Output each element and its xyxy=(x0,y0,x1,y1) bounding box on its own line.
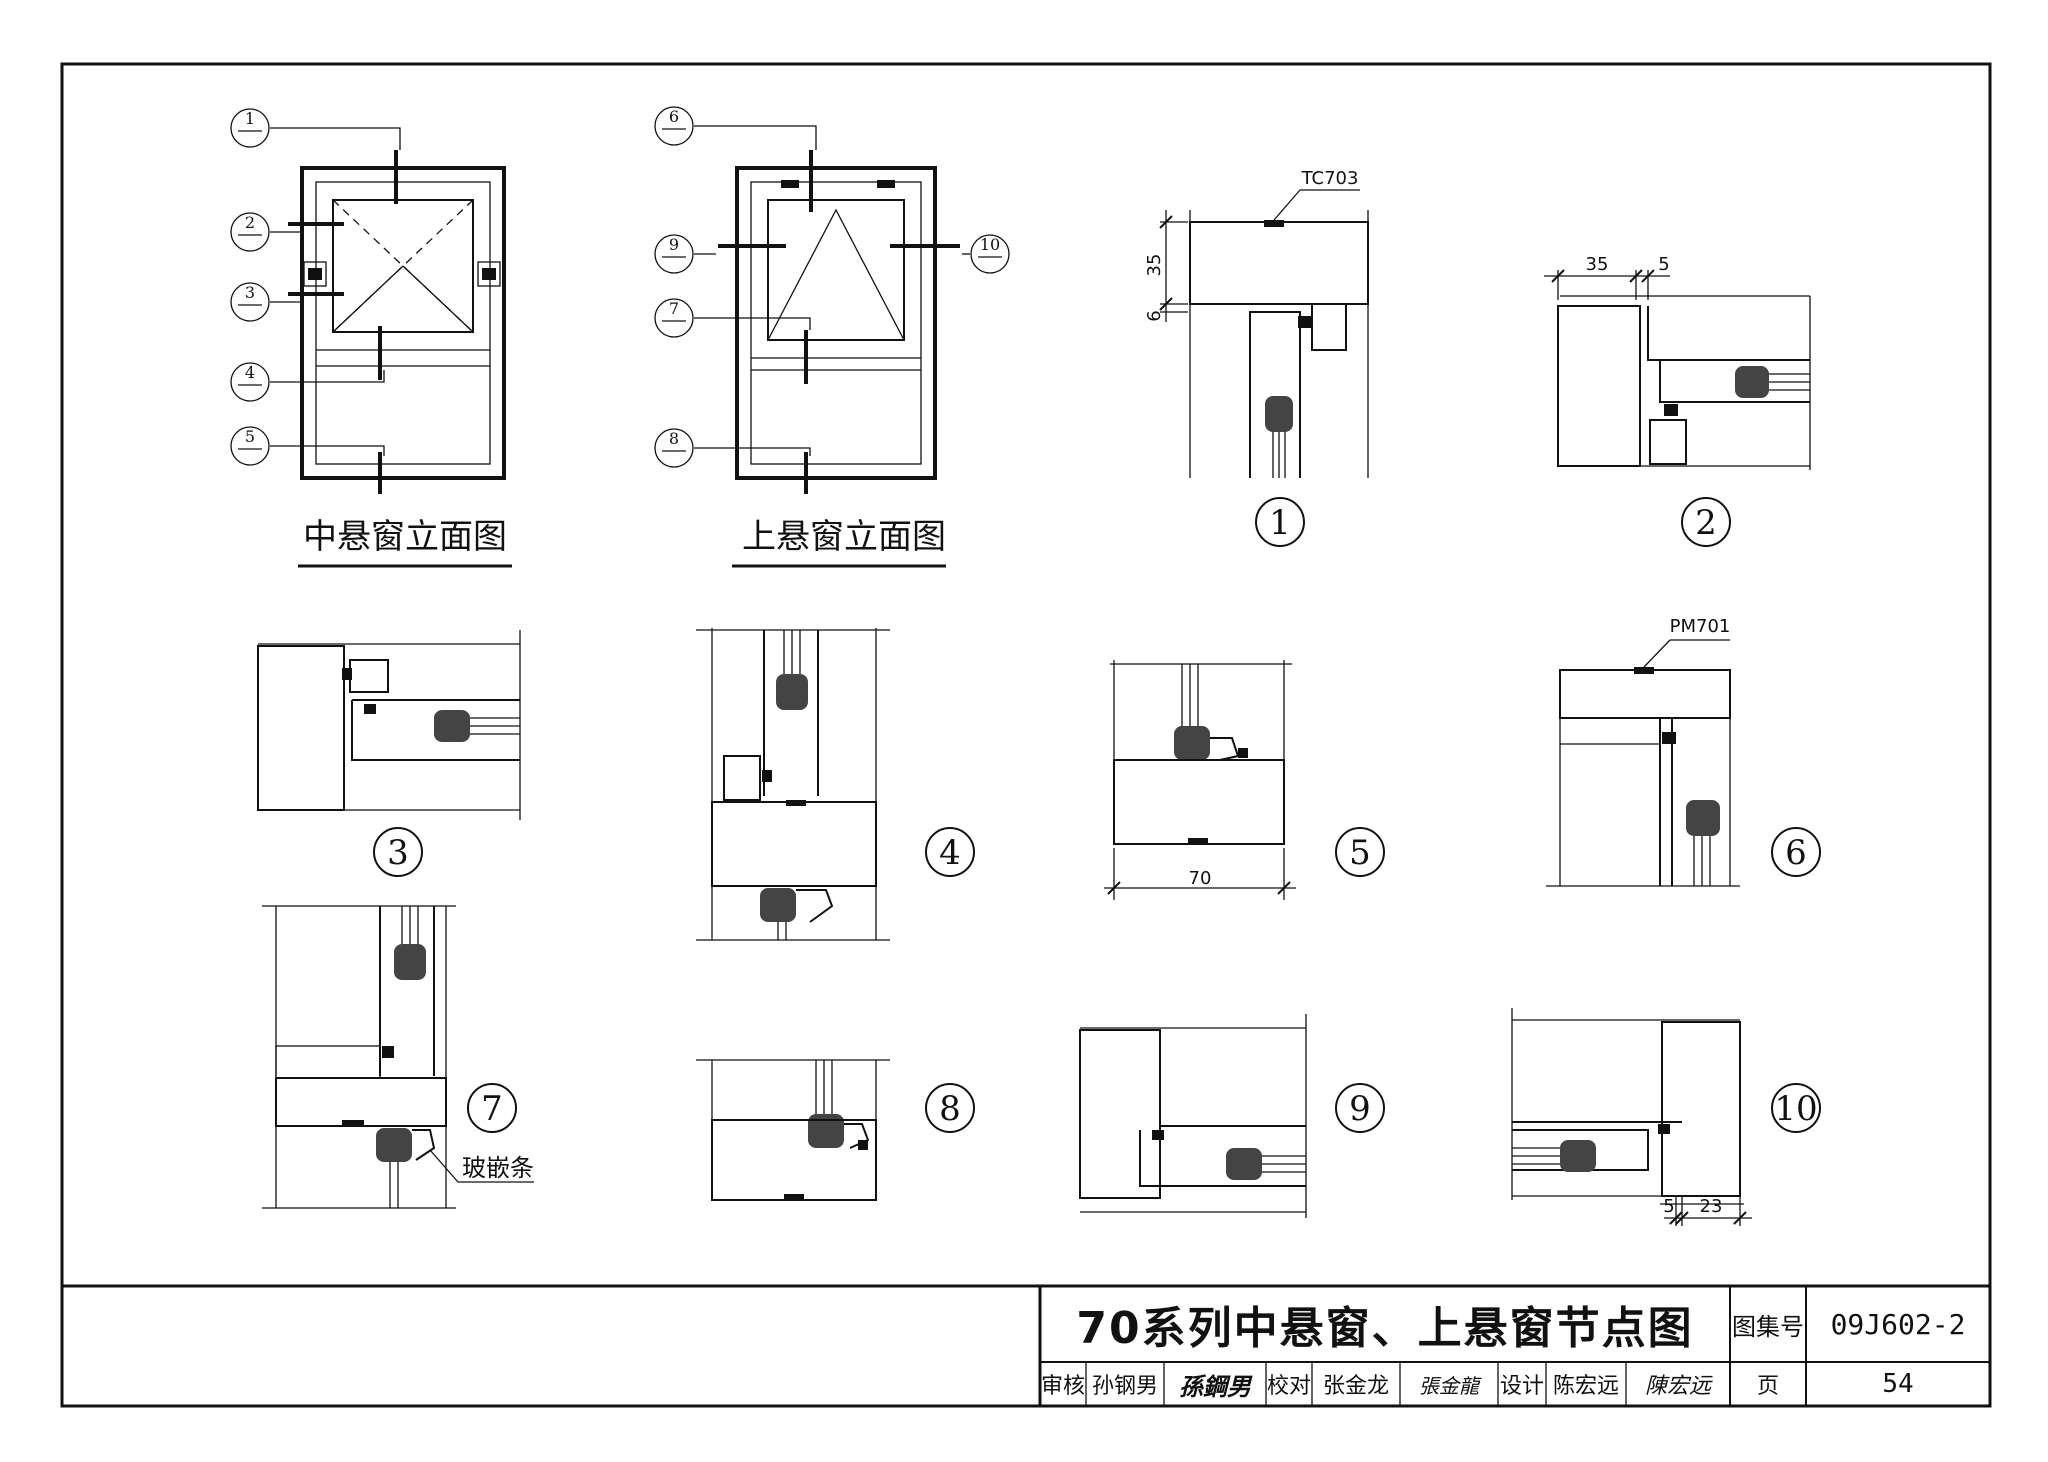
detail-2-dim-35: 35 xyxy=(1586,254,1609,275)
marker-3-label: 3 xyxy=(245,283,255,302)
detail-8-section xyxy=(696,1059,890,1201)
checker-signature: 張金龍 xyxy=(1419,1373,1479,1398)
marker-1-label: 1 xyxy=(245,109,255,128)
detail-10-section xyxy=(1511,1008,1752,1226)
detail-6-circle xyxy=(1771,827,1821,877)
detail-1-dim-35: 35 xyxy=(1144,254,1165,277)
detail-2-section xyxy=(1544,269,1811,470)
detail-7-label: 7 xyxy=(481,1089,503,1129)
atlas-number: 09J602-2 xyxy=(1830,1307,1966,1341)
detail-6-label: 6 xyxy=(1785,833,1807,873)
design-label: 设计 xyxy=(1499,1374,1544,1399)
detail-2-circle xyxy=(1681,497,1731,547)
reviewer-name: 孙钢男 xyxy=(1091,1374,1158,1399)
detail-1-dim-6: 6 xyxy=(1144,310,1165,321)
marker-5-label: 5 xyxy=(245,427,255,446)
detail-7-note: 玻嵌条 xyxy=(462,1154,534,1182)
detail-5-label: 5 xyxy=(1349,833,1371,873)
detail-9-section xyxy=(1079,1014,1307,1218)
detail-5-circle xyxy=(1335,827,1385,877)
detail-8-circle xyxy=(925,1083,975,1133)
detail-5-dim-70: 70 xyxy=(1189,868,1212,889)
marker-4-label: 4 xyxy=(245,363,255,382)
designer-signature: 陳宏远 xyxy=(1644,1374,1711,1399)
detail-6-section xyxy=(1546,639,1740,887)
detail-6-profile: PM701 xyxy=(1670,616,1731,637)
detail-2-label: 2 xyxy=(1695,503,1717,543)
detail-3-label: 3 xyxy=(387,833,409,873)
detail-10-dim-5: 5 xyxy=(1663,1196,1674,1217)
marker-6-label: 6 xyxy=(669,107,679,126)
checker-name: 张金龙 xyxy=(1322,1374,1389,1399)
center-pivot-markers: 1 2 3 4 5 xyxy=(230,108,270,466)
marker-9-label: 9 xyxy=(669,235,679,254)
drawing-title: 70系列中悬窗、上悬窗节点图 xyxy=(1076,1303,1694,1354)
check-label: 校对 xyxy=(1266,1374,1311,1399)
detail-10-circle xyxy=(1771,1083,1821,1133)
atlas-label: 图集号 xyxy=(1732,1312,1804,1341)
detail-3-circle xyxy=(373,827,423,877)
center-pivot-title: 中悬窗立面图 xyxy=(303,517,507,557)
detail-1-label: 1 xyxy=(1269,503,1291,543)
marker-8-label: 8 xyxy=(669,429,679,448)
top-hung-title: 上悬窗立面图 xyxy=(742,517,946,557)
detail-9-label: 9 xyxy=(1349,1089,1371,1129)
detail-5-section xyxy=(1104,660,1296,900)
detail-10-label: 10 xyxy=(1774,1089,1817,1129)
detail-4-circle xyxy=(925,827,975,877)
marker-2-label: 2 xyxy=(245,213,255,232)
detail-4-section xyxy=(696,628,890,941)
title-block-grid xyxy=(1038,1286,1990,1406)
detail-2-dim-5: 5 xyxy=(1658,254,1669,275)
designer-name: 陈宏远 xyxy=(1552,1374,1619,1399)
detail-7-section xyxy=(262,905,534,1209)
marker-7-label: 7 xyxy=(669,299,679,318)
marker-10-label: 10 xyxy=(980,235,1000,254)
top-hung-elevation xyxy=(694,125,970,494)
sheet-border xyxy=(60,62,1992,1408)
detail-4-label: 4 xyxy=(939,833,961,873)
detail-10-dim-23: 23 xyxy=(1700,1196,1723,1217)
top-hung-markers: 6 9 10 7 8 xyxy=(654,106,1010,468)
detail-3-section xyxy=(257,630,521,820)
detail-1-section xyxy=(1159,189,1369,478)
review-label: 审核 xyxy=(1040,1374,1085,1399)
page-number: 54 xyxy=(1882,1369,1914,1399)
detail-7-circle xyxy=(467,1083,517,1133)
detail-9-circle xyxy=(1335,1083,1385,1133)
center-pivot-elevation xyxy=(270,127,506,494)
detail-8-label: 8 xyxy=(939,1089,961,1129)
detail-1-profile: TC703 xyxy=(1301,168,1359,189)
detail-1-circle xyxy=(1255,497,1305,547)
page-label: 页 xyxy=(1756,1374,1779,1399)
reviewer-signature: 孫鋼男 xyxy=(1179,1371,1251,1401)
